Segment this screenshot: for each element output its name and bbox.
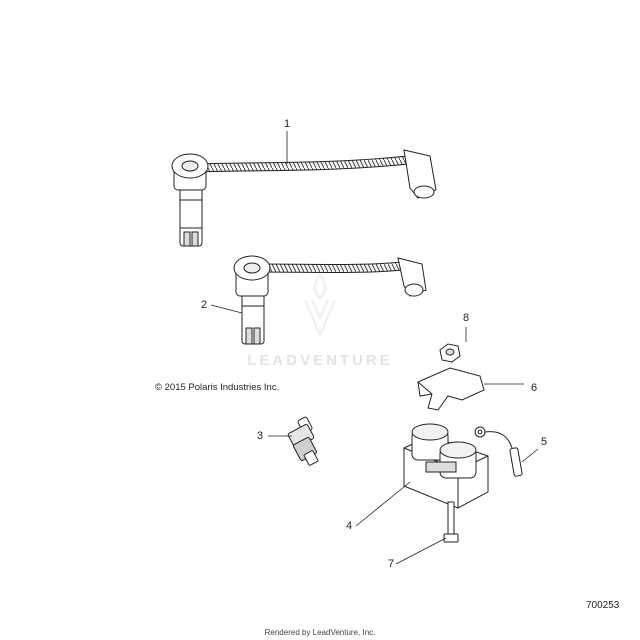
footer-credit: Rendered by LeadVenture, Inc.: [264, 628, 376, 637]
watermark-text: LEADVENTURE: [247, 352, 393, 369]
callout-7: 7: [387, 558, 395, 570]
spark-plug-wire-short: [233, 255, 427, 345]
copyright-notice: © 2015 Polaris Industries Inc.: [155, 382, 280, 393]
nut: [439, 343, 461, 363]
callout-6: 6: [530, 382, 538, 394]
leader-line-2: [210, 304, 243, 314]
mounting-bracket: [417, 367, 485, 411]
callout-1: 1: [283, 118, 291, 130]
ground-lead: [474, 426, 523, 477]
leader-line-5: [521, 448, 539, 463]
spark-plug: [287, 416, 319, 466]
leader-line-7: [395, 537, 447, 565]
callout-2: 2: [200, 299, 208, 311]
watermark-logo: [304, 273, 336, 338]
callout-4: 4: [345, 520, 353, 532]
diagram-id: 700253: [586, 600, 620, 611]
bolt: [443, 501, 459, 543]
ignition-coil: [403, 423, 489, 509]
callout-5: 5: [540, 436, 548, 448]
leader-line-4: [355, 481, 411, 527]
callout-8: 8: [462, 312, 470, 324]
spark-plug-wire-long: [171, 149, 437, 247]
callout-3: 3: [256, 430, 264, 442]
